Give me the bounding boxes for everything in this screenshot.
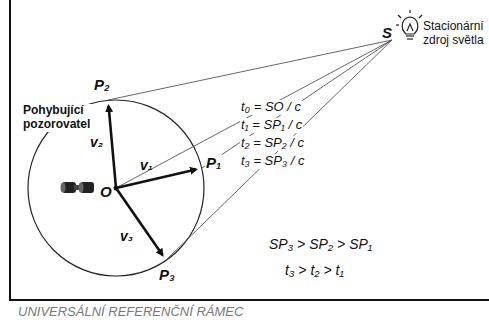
frame-axis bbox=[9, 0, 11, 300]
velocity-arrows bbox=[109, 106, 196, 255]
binoculars-icon bbox=[61, 182, 95, 193]
time-inequality: t₃ > t₂ > t₁ bbox=[284, 262, 345, 278]
velocity-label: v₁ bbox=[140, 157, 153, 173]
source-caption: Stacionární zdroj světla bbox=[423, 20, 487, 48]
observer-caption: Pohybující pozorovatel bbox=[22, 104, 100, 132]
origin-label: O bbox=[100, 183, 112, 200]
formula: t₀ = SO / c bbox=[240, 100, 302, 115]
point-label: P₃ bbox=[158, 266, 176, 283]
distance-inequality: SP₃ > SP₂ > SP₁ bbox=[268, 236, 373, 252]
point-label: P₂ bbox=[94, 76, 110, 93]
light-paths bbox=[108, 40, 392, 260]
source-label: S bbox=[382, 24, 392, 41]
frame-caption: UNIVERSÁLNÍ REFERENČNÍ RÁMEC bbox=[18, 305, 243, 320]
velocity-label: v₂ bbox=[90, 134, 103, 150]
formula: t₁ = SP₁ / c bbox=[240, 118, 303, 133]
frame-axis bbox=[9, 299, 489, 301]
formula: t₃ = SP₃ / c bbox=[240, 154, 305, 169]
velocity-label: v₃ bbox=[120, 228, 133, 244]
point-label: P₁ bbox=[205, 154, 222, 171]
bulb-icon bbox=[396, 10, 422, 39]
observer-point bbox=[114, 186, 119, 191]
formula: t₂ = SP₂ / c bbox=[240, 136, 305, 151]
